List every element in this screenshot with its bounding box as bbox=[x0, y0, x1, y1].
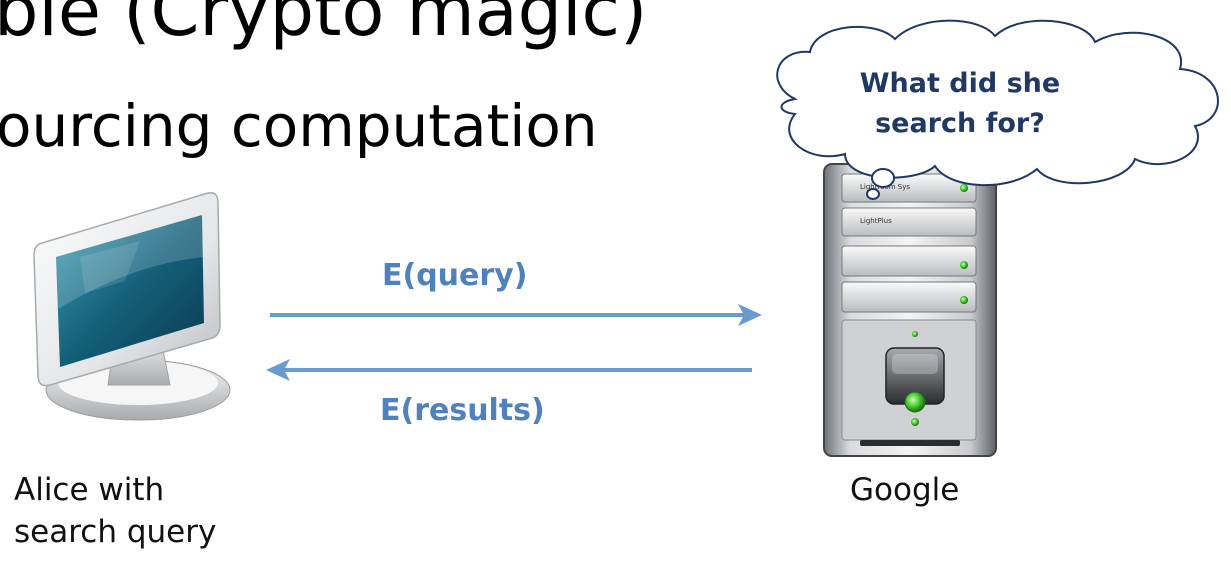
server-bay-label: LightPlus bbox=[860, 217, 892, 225]
slide-title-line-2: ourcing computation bbox=[0, 92, 598, 160]
results-arrow-label: E(results) bbox=[380, 393, 545, 428]
thought-bubble bbox=[776, 19, 1219, 200]
query-arrow bbox=[270, 304, 762, 326]
query-arrow-label: E(query) bbox=[382, 258, 528, 293]
thought-bubble-line-2: search for? bbox=[875, 108, 1045, 139]
results-arrow bbox=[266, 359, 752, 381]
server-tower-icon bbox=[823, 163, 997, 457]
thought-bubble-line-1: What did she bbox=[859, 68, 1061, 99]
google-caption: Google bbox=[850, 472, 960, 508]
arrows-group bbox=[266, 304, 762, 381]
computer-monitor-icon bbox=[33, 191, 231, 421]
alice-caption-line-1: Alice with bbox=[14, 472, 165, 508]
alice-caption-line-2: search query bbox=[14, 514, 217, 550]
slide-title-line-1: ble (Crypto magic) bbox=[0, 0, 648, 52]
